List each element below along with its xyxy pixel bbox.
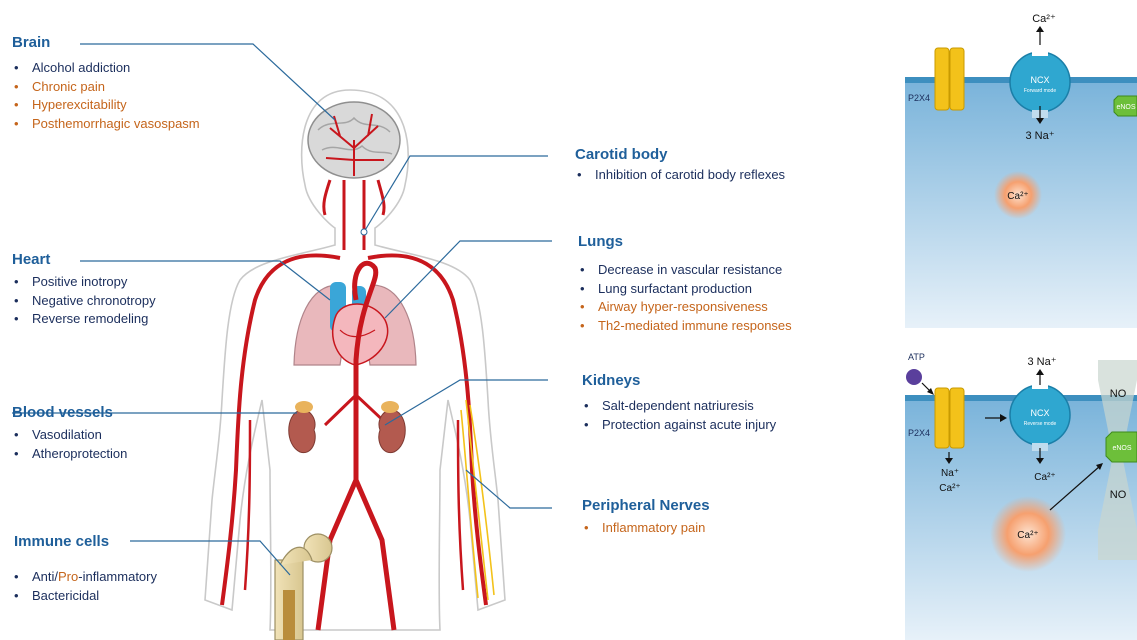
ncx-mode-label-bottom: Reverse mode <box>1024 421 1057 427</box>
ca-in-label-top: Ca²⁺ <box>1007 191 1028 202</box>
na-in-label-bottom: Na⁺ <box>941 468 959 479</box>
carotid-body-heading: Carotid body <box>575 146 668 163</box>
arrowhead <box>1036 369 1044 375</box>
list-item: Airway hyper-responsiveness <box>578 298 792 317</box>
peripheral-nerves-heading: Peripheral Nerves <box>582 497 710 514</box>
list-item: Protection against acute injury <box>582 416 776 435</box>
list-item: Negative chronotropy <box>12 292 156 311</box>
list-item: Inhibition of carotid body reflexes <box>575 166 785 185</box>
item-text-part: -inflammatory <box>78 569 157 584</box>
no-label-top: NO <box>1110 388 1127 400</box>
brain-heading: Brain <box>12 34 50 51</box>
carotid-body-list: Inhibition of carotid body reflexes <box>575 166 785 185</box>
cell-top: P2X4 NCX Forward mode Ca²⁺ 3 Na⁺ eNOS Ca… <box>905 13 1137 328</box>
brain-illustration <box>308 102 400 178</box>
ncx-label-bottom: NCX <box>1030 408 1049 418</box>
list-item: Hyperexcitability <box>12 96 200 115</box>
atp-molecule <box>906 369 922 385</box>
ca-in-label-p2x4: Ca²⁺ <box>939 483 960 494</box>
list-item: Vasodilation <box>12 426 127 445</box>
p2x4-channel-top <box>935 48 964 110</box>
list-item: Positive inotropy <box>12 273 156 292</box>
immune-cells-list: Anti/Pro-inflammatory Bactericidal <box>12 568 157 605</box>
list-item: Salt-dependent natriuresis <box>582 397 776 416</box>
ca-blob-label: Ca²⁺ <box>1017 530 1038 541</box>
p2x4-label-top: P2X4 <box>908 93 930 103</box>
list-item: Lung surfactant production <box>578 280 792 299</box>
blood-vessels-list: Vasodilation Atheroprotection <box>12 426 127 463</box>
item-text-part: Pro <box>58 569 78 584</box>
heart-list: Positive inotropy Negative chronotropy R… <box>12 273 156 329</box>
list-item: Reverse remodeling <box>12 310 156 329</box>
cell-mechanism-panel: P2X4 NCX Forward mode Ca²⁺ 3 Na⁺ eNOS Ca… <box>900 0 1137 640</box>
blood-vessels-heading: Blood vessels <box>12 404 113 421</box>
item-text-part: Anti/ <box>32 569 58 584</box>
list-item: Posthemorrhagic vasospasm <box>12 115 200 134</box>
list-item: Inflammatory pain <box>582 519 705 538</box>
ncx-mode-label-top: Forward mode <box>1024 88 1056 94</box>
ncx-label-top: NCX <box>1030 75 1049 85</box>
list-item: Atheroprotection <box>12 445 127 464</box>
brain-list: Alcohol addiction Chronic pain Hyperexci… <box>12 59 200 133</box>
no-label-bottom: NO <box>1110 489 1127 501</box>
list-item: Th2-mediated immune responses <box>578 317 792 336</box>
ca-in-label-ncx: Ca²⁺ <box>1034 472 1055 483</box>
p2x4-channel-bottom <box>935 388 964 448</box>
enos-label-top: eNOS <box>1116 104 1135 111</box>
immune-cells-heading: Immune cells <box>14 533 109 550</box>
list-item: Bactericidal <box>12 587 157 606</box>
list-item: Alcohol addiction <box>12 59 200 78</box>
list-item: Chronic pain <box>12 78 200 97</box>
atp-label: ATP <box>908 352 925 362</box>
callout-dots <box>361 229 367 235</box>
list-item: Anti/Pro-inflammatory <box>12 568 157 587</box>
lungs-list: Decrease in vascular resistance Lung sur… <box>578 261 792 335</box>
cell-bottom: NO NO ATP P2X4 Na⁺ Ca²⁺ NCX Reverse mode… <box>905 352 1137 640</box>
p2x4-label-bottom: P2X4 <box>908 428 930 438</box>
heart-heading: Heart <box>12 251 50 268</box>
peripheral-nerves-list: Inflammatory pain <box>582 519 705 538</box>
kidneys-heading: Kidneys <box>582 372 640 389</box>
list-item: Decrease in vascular resistance <box>578 261 792 280</box>
ca-out-label-top: Ca²⁺ <box>1032 13 1056 25</box>
kidneys-list: Salt-dependent natriuresis Protection ag… <box>582 397 776 434</box>
arrowhead <box>1036 26 1044 32</box>
na-out-label-bottom: 3 Na⁺ <box>1027 356 1056 368</box>
na-in-label-top: 3 Na⁺ <box>1025 130 1054 142</box>
enos-label-bottom: eNOS <box>1112 445 1131 452</box>
lungs-heading: Lungs <box>578 233 623 250</box>
